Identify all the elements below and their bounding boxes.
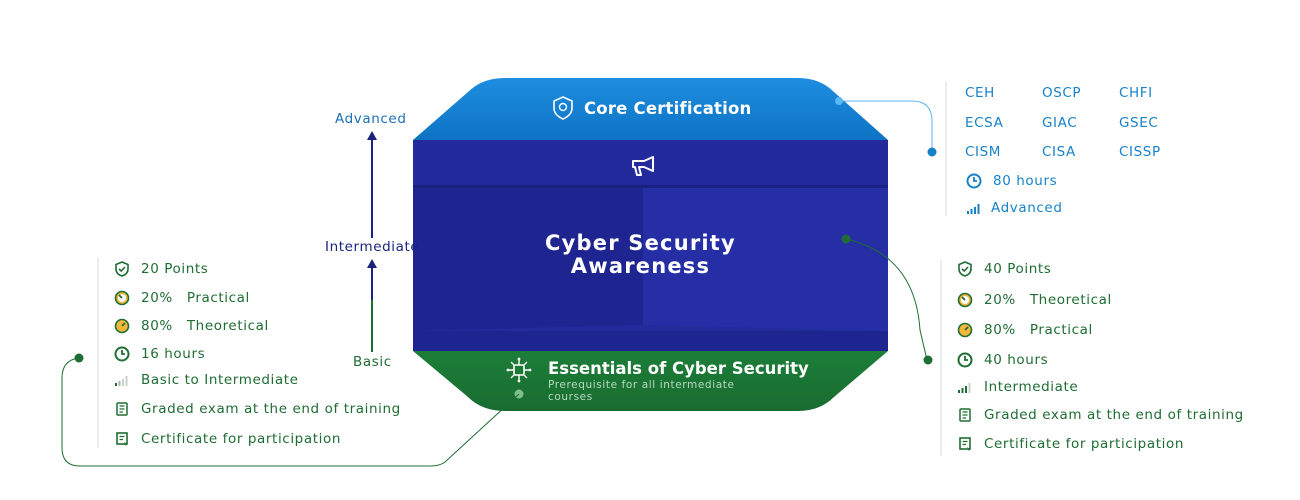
- right-points-row: 40 Points: [956, 260, 1051, 278]
- circuit-chip-icon: [506, 357, 532, 387]
- right-points: 40 Points: [984, 261, 1052, 277]
- level-advanced: Advanced: [335, 111, 407, 127]
- left-exam-row: Graded exam at the end of training: [113, 400, 401, 418]
- right-level-row: Intermediate: [956, 378, 1078, 396]
- essentials-band: [413, 351, 888, 411]
- gauge-icon: [113, 317, 131, 335]
- left-theoretical-row: 80% Theoretical: [113, 317, 269, 335]
- left-practical-row: 20% Practical: [113, 289, 250, 307]
- shield-badge-icon: [552, 96, 574, 120]
- right-certificate: Certificate for participation: [984, 436, 1184, 452]
- shield-check-icon: [956, 260, 974, 278]
- right-practical-pct: 80%: [984, 322, 1016, 338]
- left-hours: 16 hours: [141, 346, 206, 362]
- right-hours-row: 40 hours: [956, 351, 1048, 369]
- core-level: Advanced: [991, 200, 1063, 216]
- right-theoretical-pct: 20%: [984, 292, 1016, 308]
- left-exam: Graded exam at the end of training: [141, 401, 401, 417]
- signal-bars-icon: [956, 378, 974, 396]
- right-practical-label: Practical: [1029, 322, 1093, 338]
- core-certification-header: Core Certification: [552, 96, 751, 120]
- core-hours: 80 hours: [993, 173, 1058, 189]
- essentials-subtitle-line2: courses: [548, 391, 593, 403]
- core-certification-band: [413, 78, 888, 140]
- shield-check-icon: [113, 260, 131, 278]
- left-points-row: 20 Points: [113, 260, 208, 278]
- right-practical-row: 80% Practical: [956, 321, 1093, 339]
- clock-icon: [956, 351, 974, 369]
- cert-item: OSCP: [1042, 85, 1082, 101]
- certificate-icon: [956, 435, 974, 453]
- left-certificate-row: Certificate for participation: [113, 430, 341, 448]
- level-basic: Basic: [353, 354, 392, 370]
- core-level-row: Advanced: [965, 199, 1062, 217]
- right-theoretical-label: Theoretical: [1029, 292, 1112, 308]
- cert-item: CISSP: [1119, 144, 1161, 160]
- cert-item: CISM: [965, 144, 1002, 160]
- signal-bars-icon: [965, 199, 983, 217]
- clock-icon: [113, 345, 131, 363]
- right-certificate-row: Certificate for participation: [956, 435, 1184, 453]
- right-exam: Graded exam at the end of training: [984, 407, 1244, 423]
- essentials-subtitle-line1: Prerequisite for all intermediate: [548, 379, 735, 391]
- right-theoretical-row: 20% Theoretical: [956, 291, 1112, 309]
- cert-item: GIAC: [1042, 115, 1078, 131]
- cert-item: ECSA: [965, 115, 1004, 131]
- gauge-icon: [956, 291, 974, 309]
- right-hours: 40 hours: [984, 352, 1049, 368]
- left-practical-label: Practical: [186, 290, 250, 306]
- clock-icon: [965, 172, 983, 190]
- exam-document-icon: [956, 406, 974, 424]
- left-hours-row: 16 hours: [113, 345, 205, 363]
- certificate-icon: [113, 430, 131, 448]
- essentials-subtitle: Prerequisite for all intermediate course…: [548, 379, 735, 403]
- right-exam-row: Graded exam at the end of training: [956, 406, 1244, 424]
- gauge-icon: [113, 289, 131, 307]
- left-level-row: Basic to Intermediate: [113, 371, 299, 389]
- right-level: Intermediate: [984, 379, 1079, 395]
- left-certificate: Certificate for participation: [141, 431, 341, 447]
- cert-item: CISA: [1042, 144, 1076, 160]
- left-theoretical-pct: 80%: [141, 318, 173, 334]
- gauge-icon: [956, 321, 974, 339]
- left-practical-pct: 20%: [141, 290, 173, 306]
- cert-item: GSEC: [1119, 115, 1159, 131]
- level-intermediate: Intermediate: [325, 239, 420, 255]
- core-certification-title: Core Certification: [584, 98, 752, 118]
- cert-item: CHFI: [1119, 85, 1153, 101]
- core-hours-row: 80 hours: [965, 172, 1057, 190]
- intermediate-icon-band: [413, 140, 888, 186]
- signal-bars-icon: [113, 371, 131, 389]
- exam-document-icon: [113, 400, 131, 418]
- left-level: Basic to Intermediate: [141, 372, 299, 388]
- megaphone-icon: [630, 154, 656, 182]
- left-theoretical-label: Theoretical: [186, 318, 269, 334]
- cert-item: CEH: [965, 85, 995, 101]
- left-points: 20 Points: [141, 261, 209, 277]
